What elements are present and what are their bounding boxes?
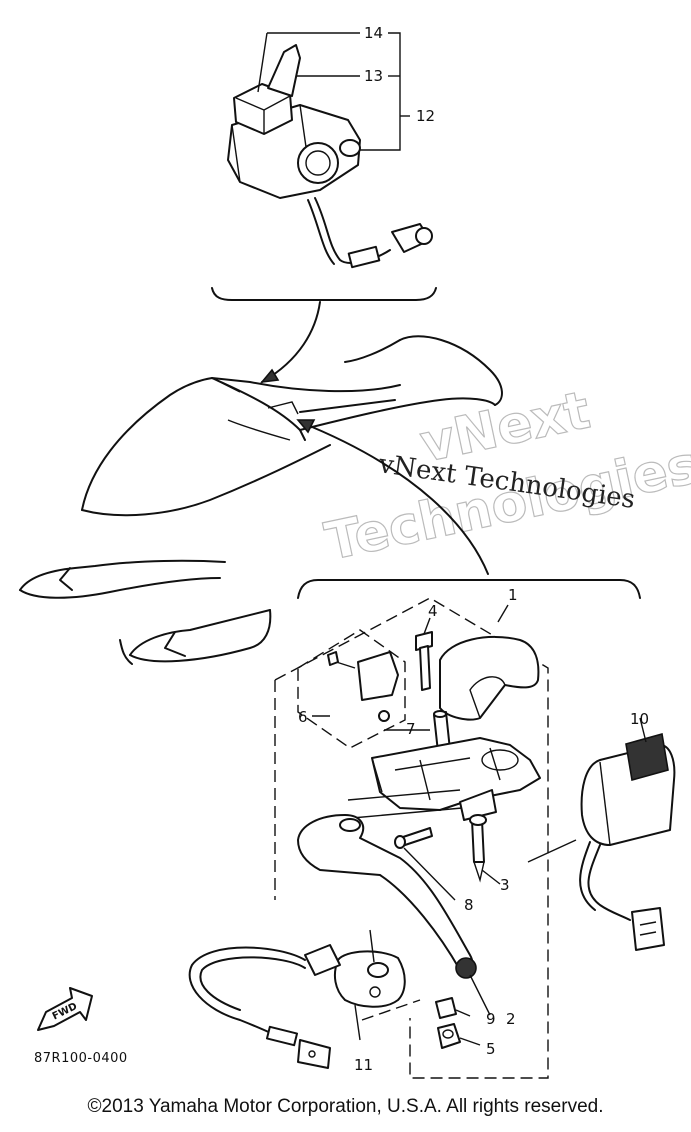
arrow-head-lower [296, 419, 316, 434]
callout-14: 14 [364, 24, 383, 42]
pointer-arrow-top [261, 301, 321, 383]
callout-11: 11 [354, 1056, 373, 1074]
watermark: vNext Technologies vNext Technologies [320, 380, 691, 573]
pointer-arrow-lower [299, 421, 489, 575]
brake-lever-assembly [188, 597, 676, 1079]
arrow-head-top [260, 368, 280, 384]
detail-bracket-top [211, 287, 437, 301]
callout-9: 9 [486, 1010, 496, 1028]
callout-5: 5 [486, 1040, 496, 1058]
snowmobile-outline [19, 335, 503, 665]
callout-12: 12 [416, 107, 435, 125]
callout-10: 10 [630, 710, 649, 728]
fwd-arrow-icon: FWD [37, 987, 93, 1031]
callout-6: 6 [298, 708, 308, 726]
callout-4: 4 [428, 602, 438, 620]
figure-code: 87R100-0400 [34, 1051, 128, 1066]
callout-13: 13 [364, 67, 383, 85]
callout-8: 8 [464, 896, 474, 914]
callout-numbers: 14 13 12 1 4 10 6 7 3 8 9 2 5 11 [298, 24, 649, 1074]
copyright-notice: ©2013 Yamaha Motor Corporation, U.S.A. A… [87, 1096, 604, 1117]
callout-7: 7 [406, 720, 416, 738]
switch-assembly-12 [227, 32, 433, 269]
callout-1: 1 [508, 586, 518, 604]
detail-bracket-lower [297, 579, 641, 599]
callout-2: 2 [506, 1010, 516, 1028]
callout-3: 3 [500, 876, 510, 894]
